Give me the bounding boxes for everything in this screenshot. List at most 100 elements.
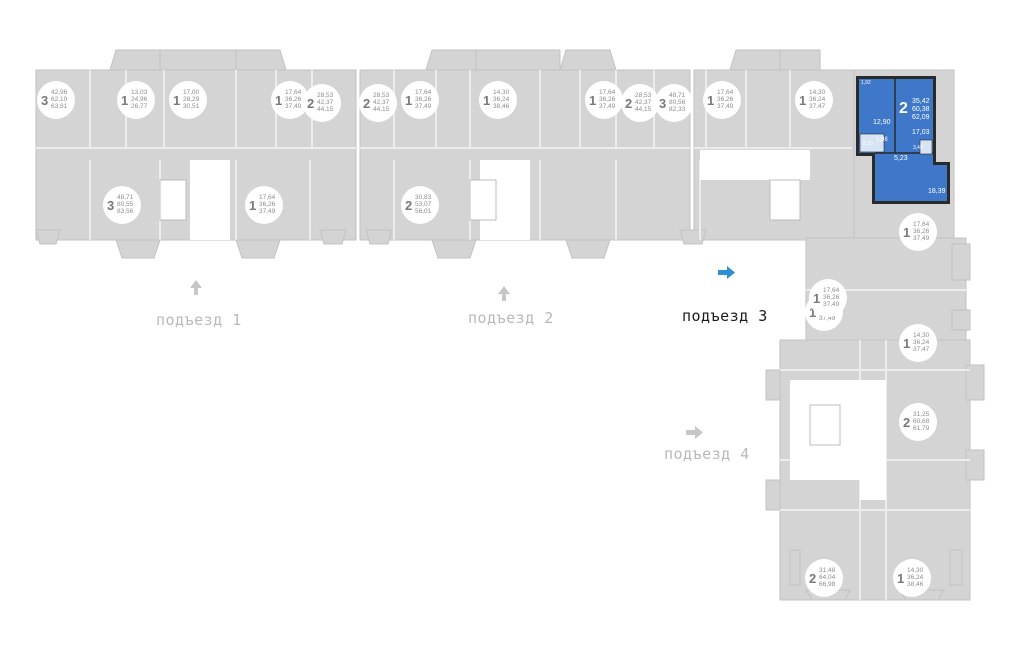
apartment-area: 37,49 [599, 103, 616, 110]
apartment-badge-circle [103, 186, 141, 224]
apartment-rooms: 1 [589, 93, 596, 108]
apartment-area: 37,49 [415, 103, 432, 110]
apartment-area: 36,26 [259, 201, 276, 208]
apartment-area: 36,26 [823, 294, 840, 301]
apartment-area: 42,37 [317, 99, 334, 106]
apartment-badge-circle [479, 81, 517, 119]
apartment-area: 37,49 [823, 301, 840, 308]
building-body [35, 69, 971, 601]
apartment-rooms: 2 [307, 96, 314, 111]
apartment-area: 24,96 [131, 96, 148, 103]
apartment-rooms: 2 [903, 415, 910, 430]
apartment-area: 48,71 [669, 92, 686, 99]
apartment-area: 37,47 [913, 346, 930, 353]
apartment-badge-circle [655, 84, 693, 122]
apartment-area: 36,26 [599, 96, 616, 103]
apartment-rooms: 1 [405, 93, 412, 108]
selected-apartment[interactable] [856, 76, 950, 204]
apartment-area: 37,49 [913, 235, 930, 242]
apartment-rooms: 2 [809, 571, 816, 586]
selected-room-area: 18,39 [928, 188, 946, 195]
apartment-area: 42,37 [373, 99, 390, 106]
stairs [159, 179, 841, 446]
selected-rooms: 2 [899, 100, 908, 117]
apartment-area: 36,26 [285, 96, 302, 103]
apartment-area: 14,30 [493, 89, 510, 96]
apartment-rooms: 1 [809, 305, 816, 320]
apartment-area: 37,49 [717, 103, 734, 110]
apartment-area: 38,46 [907, 581, 924, 588]
apartment-rooms: 2 [405, 198, 412, 213]
apartment-area: 14,30 [913, 332, 930, 339]
apartment-badge-circle [805, 559, 843, 597]
apartment-area: 17,00 [183, 89, 200, 96]
selected-room-area: 1,92 [861, 80, 871, 86]
apartment-area: 17,64 [415, 89, 432, 96]
apartment-badge-circle [585, 81, 623, 119]
selected-apartment-labels: 2 35,42 60,38 62,09 12,90 17,03 5,23 18,… [861, 80, 946, 195]
apartment-area: 37,49 [819, 315, 836, 322]
apartment-badge-circle [899, 213, 937, 251]
apartment-rooms: 1 [121, 93, 128, 108]
apartment-area: 36,24 [493, 96, 510, 103]
entrance-label-3[interactable]: подъезд 3 [682, 307, 768, 325]
apartment-area: 30,83 [415, 194, 432, 201]
arrow-up-icon [498, 286, 510, 301]
apartment-area: 36,24 [913, 339, 930, 346]
apartment-area: 62,10 [51, 96, 68, 103]
apartment-rooms: 1 [813, 291, 820, 306]
apartment-area: 37,47 [809, 103, 826, 110]
apartment-rooms: 1 [483, 93, 490, 108]
apartment-area: 83,56 [117, 208, 134, 215]
entrance-label-1[interactable]: подъезд 1 [156, 311, 242, 329]
apartment-rooms: 1 [897, 571, 904, 586]
apartment-rooms: 1 [275, 93, 282, 108]
apartment-area: 38,46 [493, 103, 510, 110]
apartment-area: 14,30 [907, 567, 924, 574]
apartment-area: 17,64 [259, 194, 276, 201]
apartment-badge-circle [899, 324, 937, 362]
apartment-area: 42,37 [635, 99, 652, 106]
apartment-area: 17,64 [823, 287, 840, 294]
apartment-area: 30,51 [183, 103, 200, 110]
selected-room-area: 17,03 [912, 129, 930, 136]
apartment-badge-circle [401, 186, 439, 224]
entrance-label-2[interactable]: подъезд 2 [468, 309, 554, 327]
selected-room-area: 1,98 [876, 137, 888, 143]
apartment-badge-circle [117, 81, 155, 119]
apartment-area: 61,79 [913, 425, 930, 432]
apartment-area: 48,71 [117, 194, 134, 201]
entrance-label-4[interactable]: подъезд 4 [664, 445, 750, 463]
apartment-area: 17,64 [913, 221, 930, 228]
apartment-area: 13,03 [131, 89, 148, 96]
arrow-right-icon [718, 266, 735, 279]
apartment-badge-circle [809, 279, 847, 317]
apartment-area: 44,15 [635, 106, 652, 113]
apartment-area: 26,77 [131, 103, 148, 110]
apartment-area: 36,24 [809, 96, 826, 103]
apartment-badge-circle [245, 186, 283, 224]
